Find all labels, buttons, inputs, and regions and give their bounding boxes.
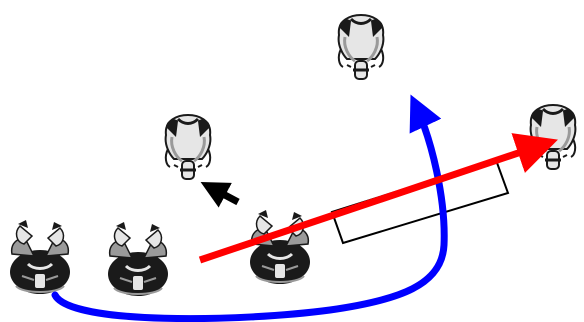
forward-arrow [198, 133, 558, 264]
standing-figure-left [164, 113, 212, 181]
rectangle-outline [330, 158, 510, 245]
crouching-figure-1 [8, 218, 72, 296]
crouching-figure-3 [248, 208, 312, 286]
crouching-figure-2 [106, 220, 170, 298]
standing-figure-right [529, 103, 577, 171]
standing-figure-top [337, 13, 385, 81]
small-direction-arrow [200, 182, 240, 208]
